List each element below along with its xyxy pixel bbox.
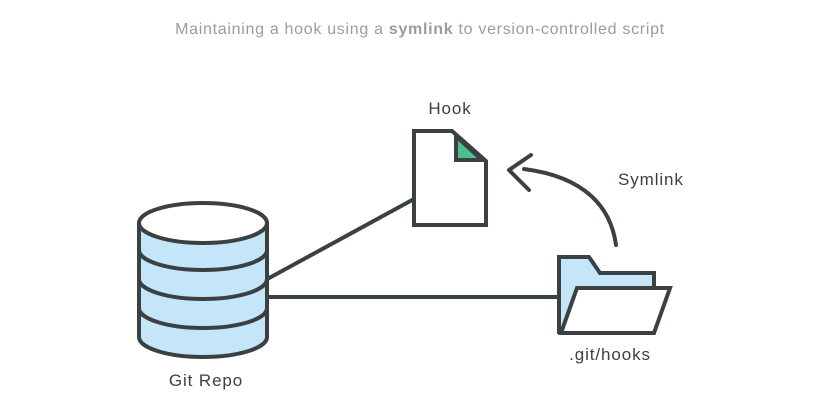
git-repo-label: Git Repo — [168, 371, 244, 390]
connector-repo-to-hook — [258, 197, 416, 285]
title-suffix: to version-controlled script — [453, 21, 665, 38]
symlink-label: Symlink — [618, 170, 684, 189]
diagram-title: Maintaining a hook using a symlink to ve… — [0, 21, 840, 39]
hooks-dir-label: .git/hooks — [569, 345, 651, 364]
folder-icon — [557, 255, 673, 335]
symlink-arrow — [507, 153, 618, 247]
symlink-arrow-curve — [522, 167, 618, 247]
title-prefix: Maintaining a hook using a — [175, 21, 389, 38]
database-band-line — [137, 278, 269, 301]
database-icon — [137, 201, 269, 359]
file-folded-corner — [454, 131, 488, 162]
title-emphasis: symlink — [388, 21, 454, 38]
database-top-ellipse — [137, 201, 269, 245]
folder-front — [558, 286, 673, 335]
connector-lines — [258, 197, 564, 299]
symlink-arrowhead — [507, 153, 533, 192]
database-band-line — [137, 307, 269, 330]
database-band-line — [137, 249, 269, 272]
file-icon — [412, 129, 488, 227]
hook-label: Hook — [428, 99, 472, 118]
file-body — [412, 129, 488, 227]
